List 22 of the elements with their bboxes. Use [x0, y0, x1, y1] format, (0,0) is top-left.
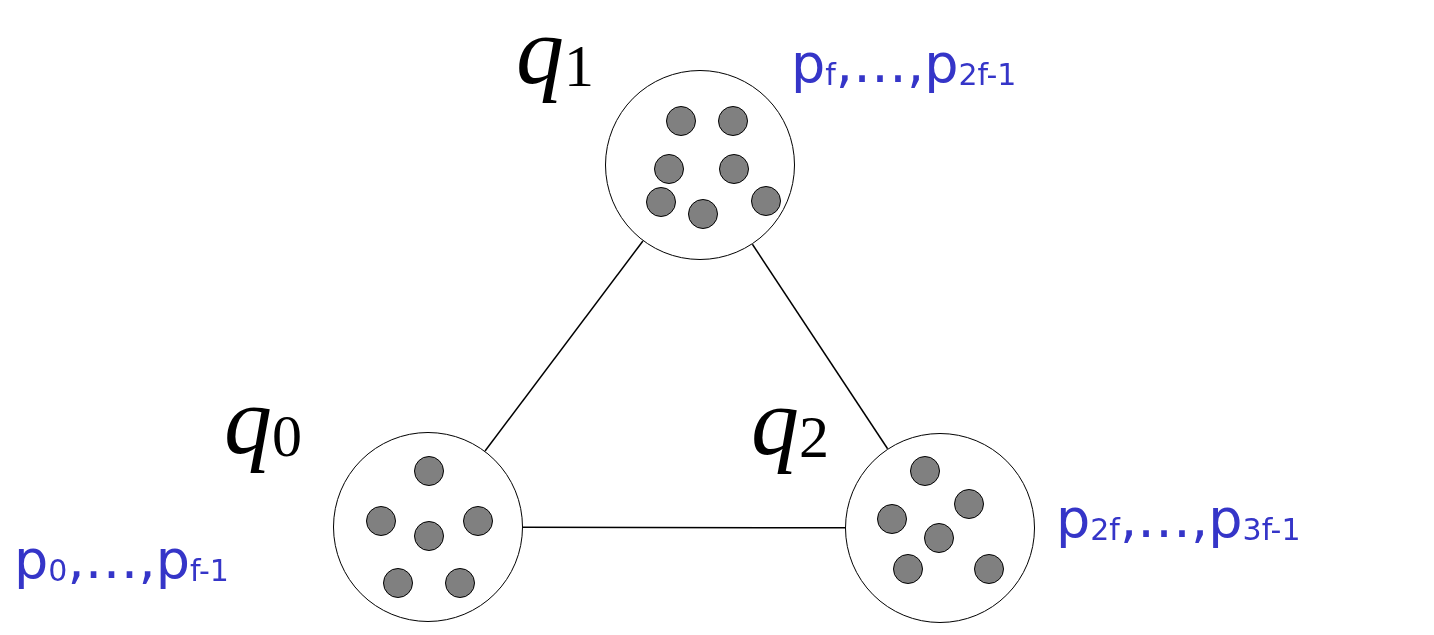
connector-line	[751, 243, 889, 450]
process-dot	[414, 456, 444, 486]
process-dot	[877, 504, 907, 534]
process-dot	[893, 554, 923, 584]
process-dot	[646, 187, 676, 217]
process-dot	[974, 554, 1004, 584]
process-dot	[910, 456, 940, 486]
connector-line	[522, 526, 846, 529]
process-dot	[924, 523, 954, 553]
process-dot	[688, 199, 718, 229]
process-dot	[445, 568, 475, 598]
process-dot	[383, 568, 413, 598]
process-dot	[718, 106, 748, 136]
process-dot	[654, 154, 684, 184]
connector-line	[484, 240, 644, 452]
process-dot	[719, 154, 749, 184]
process-dot	[414, 521, 444, 551]
process-dot	[463, 506, 493, 536]
process-dot	[666, 106, 696, 136]
process-dot	[366, 506, 396, 536]
process-dot	[954, 489, 984, 519]
process-dot	[751, 186, 781, 216]
